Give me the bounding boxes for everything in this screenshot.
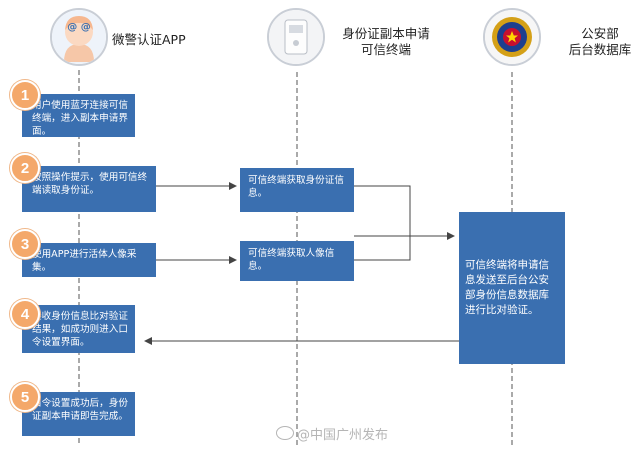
merge-connector (354, 185, 411, 261)
app-user-avatar-icon (50, 8, 108, 66)
step-2-number: 2 (10, 153, 40, 183)
step-2-box: 按照操作提示，使用可信终端读取身份证。 (22, 166, 156, 212)
backend-verification-box: 可信终端将申请信息发送至后台公安部身份信息数据库进行比对验证。 (459, 212, 565, 364)
terminal-column-title: 身份证副本申请 可信终端 (342, 26, 430, 57)
step-3-box: 使用APP进行活体人像采集。 (22, 243, 156, 277)
app-column-title: 微警认证APP (112, 32, 186, 47)
backend-column-title: 公安部 后台数据库 (568, 26, 632, 57)
step-4-box: 接收身份信息比对验证结果，如成功则进入口令设置界面。 (22, 305, 135, 353)
step-5-box: 口令设置成功后，身份证副本申请即告完成。 (22, 392, 135, 436)
trusted-terminal-device-icon (267, 8, 325, 66)
step-5-number: 5 (10, 382, 40, 412)
weibo-watermark: @中国广州发布 (276, 424, 388, 443)
weibo-logo-icon (276, 426, 294, 440)
step-1-number: 1 (10, 80, 40, 110)
step-1-box: 用户使用蓝牙连接可信终端，进入副本申请界面。 (22, 94, 135, 137)
avatar-text: @ @ (67, 22, 91, 33)
step-3-number: 3 (10, 229, 40, 259)
terminal-capture-face-box: 可信终端获取人像信息。 (240, 241, 354, 281)
step-4-number: 4 (10, 299, 40, 329)
terminal-read-id-box: 可信终端获取身份证信息。 (240, 168, 354, 212)
police-emblem-icon (483, 8, 541, 66)
